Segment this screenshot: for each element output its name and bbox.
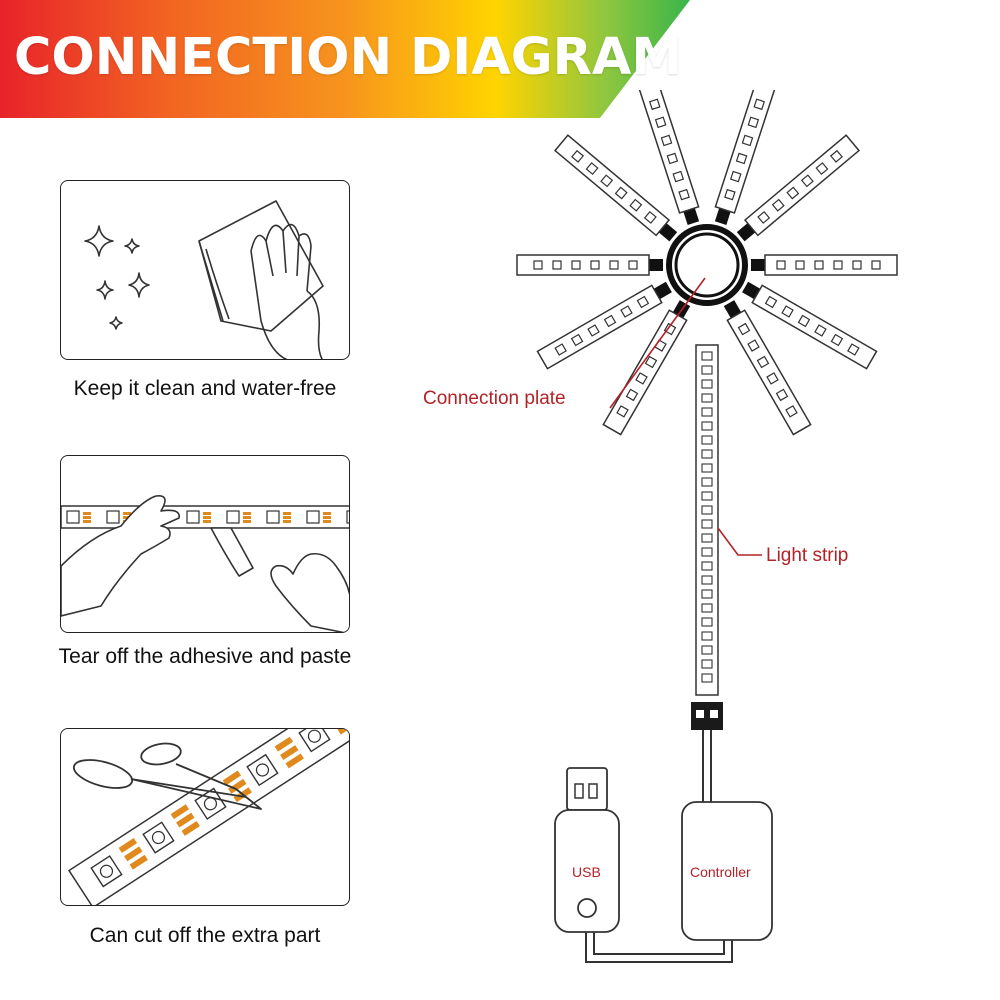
strip-led — [701, 617, 713, 627]
strip-led — [701, 505, 713, 515]
strip-led — [701, 421, 713, 431]
strip-led — [701, 351, 713, 361]
led-petal — [723, 300, 812, 436]
connection-plate-leader — [609, 277, 706, 409]
connection-plate — [666, 224, 748, 306]
strip-led — [701, 449, 713, 459]
step-caption-clean: Keep it clean and water-free — [73, 377, 337, 400]
led-petal — [714, 90, 777, 226]
led-petal — [553, 134, 678, 242]
strip-led — [701, 477, 713, 487]
strip-connector — [691, 702, 723, 730]
step-caption-paste: Tear off the adhesive and paste — [58, 645, 352, 668]
controller-label: Controller — [690, 864, 751, 880]
light-strip-leds — [701, 351, 713, 683]
strip-led — [701, 603, 713, 613]
strip-led — [701, 673, 713, 683]
strip-led — [701, 519, 713, 529]
strip-led — [701, 379, 713, 389]
light-strip-label: Light strip — [766, 545, 849, 566]
scissors-cut-icon — [67, 729, 349, 905]
peel-tape-icon — [61, 494, 349, 632]
strip-led — [701, 575, 713, 585]
strip-led — [701, 533, 713, 543]
cloth-wipe-icon — [84, 200, 324, 359]
step-caption-cut: Can cut off the extra part — [89, 924, 321, 947]
usb-plug — [554, 767, 620, 933]
strip-led — [701, 463, 713, 473]
strip-led — [701, 435, 713, 445]
strip-led — [701, 631, 713, 641]
page-title: CONNECTION DIAGRAM — [14, 28, 683, 87]
firework-petals — [516, 90, 898, 436]
header-banner: CONNECTION DIAGRAM — [0, 0, 1000, 118]
light-strip-leader — [717, 527, 762, 556]
strip-led — [701, 407, 713, 417]
step-panel-cut — [60, 728, 350, 906]
connection-plate-label: Connection plate — [423, 388, 566, 409]
strip-led — [701, 393, 713, 403]
strip-led — [701, 561, 713, 571]
strip-led — [701, 659, 713, 669]
strip-led — [701, 645, 713, 655]
led-petal — [751, 254, 898, 276]
led-petal — [536, 281, 672, 370]
controller-box — [681, 801, 773, 941]
led-petal — [637, 90, 700, 226]
usb-label: USB — [572, 864, 601, 880]
led-petal — [742, 281, 878, 370]
step-panel-clean — [60, 180, 350, 360]
strip-led — [701, 547, 713, 557]
strip-segments — [66, 510, 349, 524]
led-petal — [516, 254, 663, 276]
step-panel-paste — [60, 455, 350, 633]
strip-segments — [90, 729, 349, 888]
strip-led — [701, 589, 713, 599]
strip-led — [701, 491, 713, 501]
banner-gradient — [0, 0, 690, 118]
strip-led — [701, 365, 713, 375]
led-petal — [736, 134, 861, 242]
wiring-diagram — [516, 90, 898, 963]
